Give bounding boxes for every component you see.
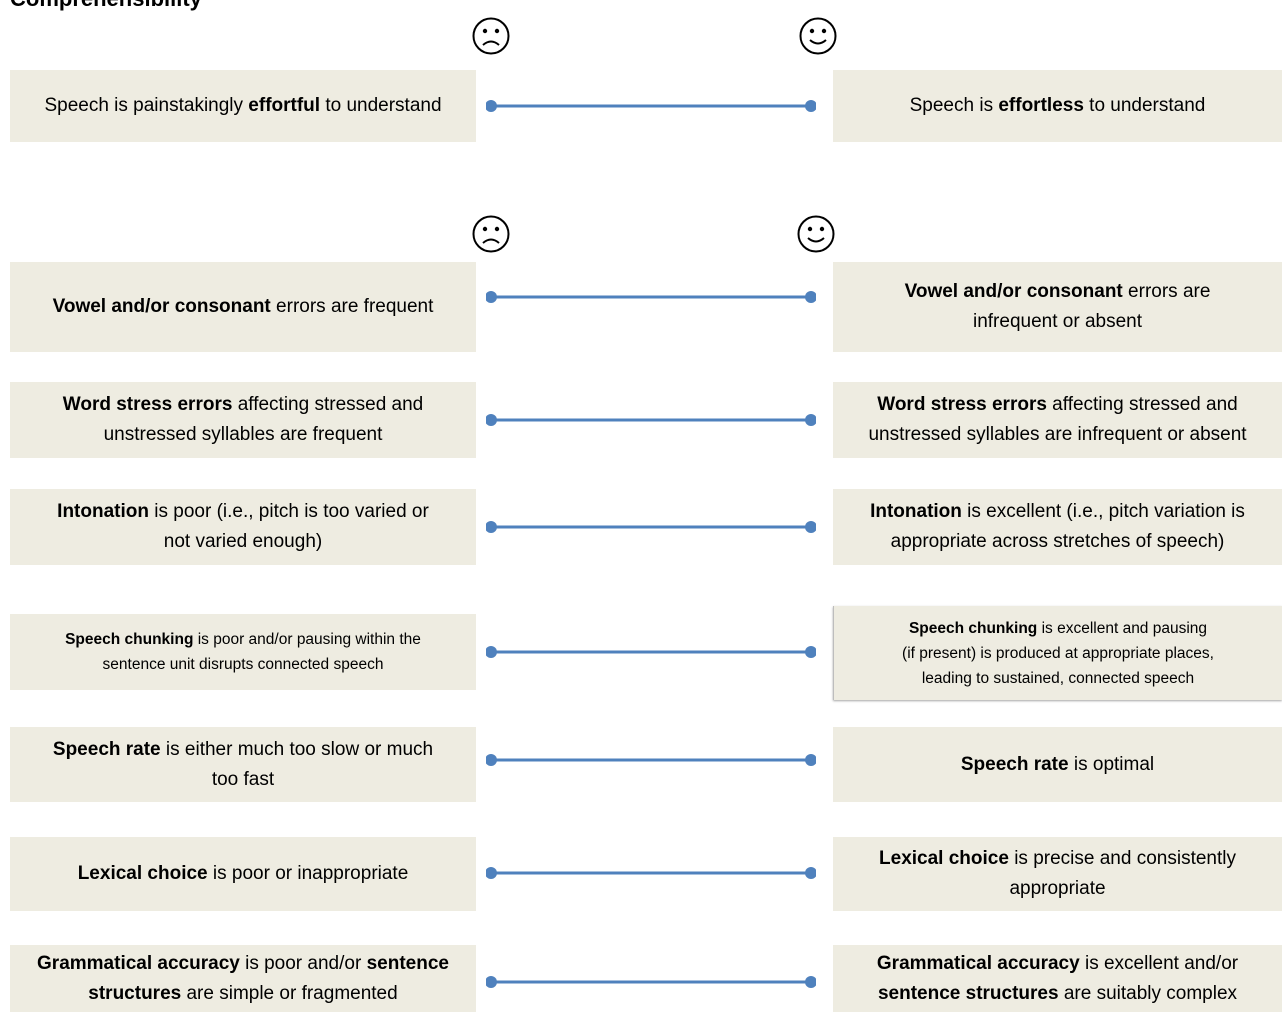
page-heading: Comprehensibility bbox=[10, 0, 202, 12]
intonation-positive-descriptor: Intonation is excellent (i.e., pitch var… bbox=[833, 489, 1282, 565]
intonation-scale-line[interactable] bbox=[486, 520, 816, 534]
comprehensibility-negative-descriptor: Speech is painstakingly effortful to und… bbox=[10, 70, 476, 142]
descriptor-text: Intonation is excellent (i.e., pitch var… bbox=[870, 501, 1245, 552]
descriptor-text: Lexical choice is precise and consistent… bbox=[879, 848, 1236, 899]
intonation-negative-descriptor: Intonation is poor (i.e., pitch is too v… bbox=[10, 489, 476, 565]
speech-chunking-negative-descriptor: Speech chunking is poor and/or pausing w… bbox=[10, 614, 476, 690]
comprehensibility-positive-descriptor: Speech is effortless to understand bbox=[833, 70, 1282, 142]
grammatical-accuracy-negative-descriptor: Grammatical accuracy is poor and/or sent… bbox=[10, 945, 476, 1012]
descriptor-text: Lexical choice is poor or inappropriate bbox=[77, 863, 409, 884]
speech-chunking-positive-descriptor: Speech chunking is excellent and pausing… bbox=[833, 606, 1282, 700]
comprehensibility-scale-line[interactable] bbox=[486, 99, 816, 113]
descriptor-text: Speech rate is optimal bbox=[960, 753, 1155, 775]
lexical-choice-positive-descriptor: Lexical choice is precise and consistent… bbox=[833, 837, 1282, 911]
descriptor-text: Speech chunking is poor and/or pausing w… bbox=[65, 631, 421, 673]
lexical-choice-negative-descriptor: Lexical choice is poor or inappropriate bbox=[10, 837, 476, 911]
speech-rate-negative-descriptor: Speech rate is either much too slow or m… bbox=[10, 727, 476, 802]
descriptor-text: Word stress errors affecting stressed an… bbox=[868, 394, 1247, 445]
frowning-face-icon bbox=[472, 215, 510, 253]
descriptor-text: Word stress errors affecting stressed an… bbox=[62, 394, 424, 445]
speech-rate-positive-descriptor: Speech rate is optimal bbox=[833, 727, 1282, 802]
word-stress-negative-descriptor: Word stress errors affecting stressed an… bbox=[10, 382, 476, 458]
vowel-consonant-scale-line[interactable] bbox=[486, 290, 816, 304]
lexical-choice-scale-line[interactable] bbox=[486, 866, 816, 880]
descriptor-text: Grammatical accuracy is excellent and/or… bbox=[876, 952, 1239, 1004]
smiling-face-icon bbox=[797, 215, 835, 253]
frowning-face-icon bbox=[472, 17, 510, 55]
descriptor-text: Speech chunking is excellent and pausing… bbox=[902, 619, 1214, 687]
smiling-face-icon bbox=[799, 17, 837, 55]
descriptor-text: Intonation is poor (i.e., pitch is too v… bbox=[57, 501, 429, 552]
grammatical-accuracy-positive-descriptor: Grammatical accuracy is excellent and/or… bbox=[833, 945, 1282, 1012]
speech-chunking-scale-line[interactable] bbox=[486, 645, 816, 659]
descriptor-text: Vowel and/or consonant errors are freque… bbox=[52, 296, 434, 317]
descriptor-text: Grammatical accuracy is poor and/or sent… bbox=[37, 952, 449, 1004]
descriptor-text: Speech rate is either much too slow or m… bbox=[52, 738, 434, 790]
descriptor-text: Speech is effortless to understand bbox=[909, 95, 1206, 116]
vowel-consonant-negative-descriptor: Vowel and/or consonant errors are freque… bbox=[10, 262, 476, 352]
descriptor-text: Speech is painstakingly effortful to und… bbox=[44, 95, 442, 116]
grammatical-accuracy-scale-line[interactable] bbox=[486, 975, 816, 989]
word-stress-positive-descriptor: Word stress errors affecting stressed an… bbox=[833, 382, 1282, 458]
speech-rate-scale-line[interactable] bbox=[486, 753, 816, 767]
word-stress-scale-line[interactable] bbox=[486, 413, 816, 427]
